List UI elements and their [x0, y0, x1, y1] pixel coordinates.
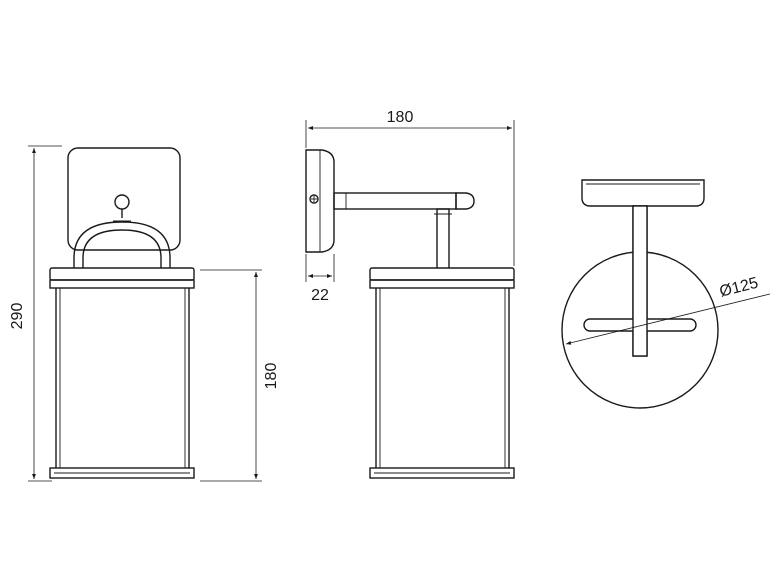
- rear-view: Ø125: [561, 179, 771, 409]
- diameter-125-label: Ø125: [718, 275, 760, 301]
- side-view: 180 22: [305, 109, 515, 479]
- side-arm: [333, 192, 457, 210]
- side-drop-rod: [436, 208, 450, 270]
- rear-top-plate: [581, 179, 705, 207]
- side-backplate: [305, 149, 335, 253]
- diameter-125-dimension: [565, 293, 771, 345]
- front-backplate: [67, 147, 181, 251]
- depth-22-label: 22: [311, 287, 329, 304]
- front-loop-handle: [73, 221, 171, 268]
- side-shade-cap: [369, 267, 515, 281]
- front-view: 290 180: [9, 145, 280, 482]
- width-180-label: 180: [387, 109, 414, 126]
- shade-180-label: 180: [263, 363, 280, 390]
- front-shade-base: [49, 467, 195, 479]
- height-290-label: 290: [9, 303, 26, 330]
- front-knob: [114, 194, 130, 210]
- front-shade-cap: [49, 267, 195, 281]
- side-shade-base: [369, 467, 515, 479]
